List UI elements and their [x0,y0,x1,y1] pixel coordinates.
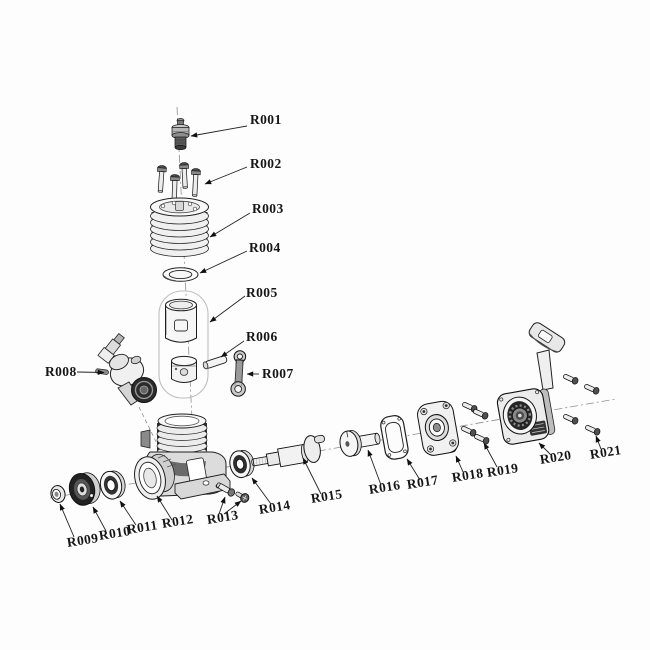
backplate-screws [461,402,490,445]
leader-r001 [190,125,248,138]
leader-r011 [119,500,137,526]
backplate-gasket [380,415,409,460]
wrist-pin [202,355,228,370]
drive-washer [339,429,381,457]
leader-r005 [209,295,246,323]
crankshaft [251,434,325,468]
glow-plug [171,118,190,151]
leader-r018 [455,455,464,473]
part-label-r006: R006 [246,329,278,344]
front-bearing [99,470,126,500]
leader-r012 [156,495,173,521]
part-label-r008: R008 [45,364,77,379]
crankcase-screws [216,482,250,503]
pull-starter [496,322,566,445]
leader-r008 [76,369,105,375]
leader-r003 [209,212,251,238]
leader-r006 [220,340,245,358]
leader-r019 [483,442,498,468]
cylinder-head [150,197,209,257]
leader-r013a [218,496,226,515]
part-label-r001: R001 [250,112,282,127]
part-label-r002: R002 [250,156,282,171]
shaft-nut [50,485,66,503]
starter-screws [563,374,601,436]
leader-r020 [538,442,552,456]
leader-lines [59,125,602,538]
backplate [417,400,460,456]
leader-r016 [367,449,382,486]
head-gasket [162,267,199,282]
leader-r009 [59,503,75,538]
carburetor [95,332,157,406]
leader-r002 [204,166,248,185]
leader-r021 [595,435,602,450]
cylinder-sleeve-and-piston [158,290,209,399]
leader-r014 [251,477,272,505]
part-label-r004: R004 [249,240,281,255]
leader-r015 [302,457,322,495]
rear-bearing [229,450,255,479]
leader-r004 [199,250,248,274]
flywheel-collet [68,472,101,506]
part-label-r005: R005 [246,285,278,300]
part-label-r003: R003 [252,201,284,216]
leader-r013b [223,500,242,515]
part-label-r007: R007 [262,366,294,381]
connecting-rod [230,350,247,397]
leader-r010 [92,506,107,532]
crankcase [134,413,231,500]
leader-r017 [406,458,421,481]
